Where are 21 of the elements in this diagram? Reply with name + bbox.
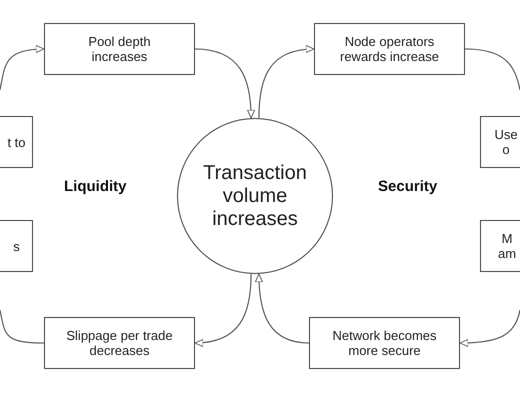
arrow (194, 48, 255, 119)
node-text: Network becomes more secure (331, 328, 438, 358)
arrow (255, 273, 310, 344)
arrow (194, 274, 252, 347)
process-box (44, 23, 195, 75)
node-text: s (12, 238, 21, 254)
group-label: Security (378, 178, 438, 195)
arrow (0, 45, 44, 90)
process-box (44, 317, 195, 369)
arrow (258, 45, 314, 118)
node-text: Slippage per trade decreases (65, 328, 174, 358)
node-text: Transaction volume increases (202, 162, 308, 230)
node-text: t to (6, 134, 27, 150)
arrow (460, 310, 520, 347)
node-text: Node operators rewards increase (339, 34, 440, 64)
process-box (309, 317, 460, 369)
node-text: Pool depth increases (87, 34, 152, 64)
node-text: M am (496, 231, 518, 261)
group-label: Liquidity (64, 178, 126, 195)
node-text: Use o (493, 127, 519, 157)
process-box (314, 23, 465, 75)
